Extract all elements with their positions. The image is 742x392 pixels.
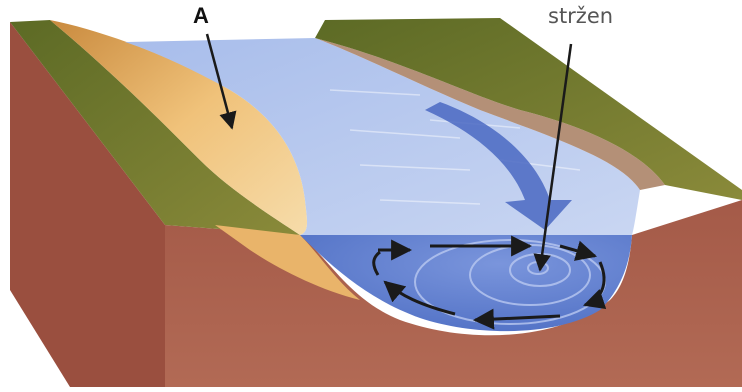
label-a: A: [193, 3, 209, 29]
label-strzen: stržen: [548, 4, 613, 28]
